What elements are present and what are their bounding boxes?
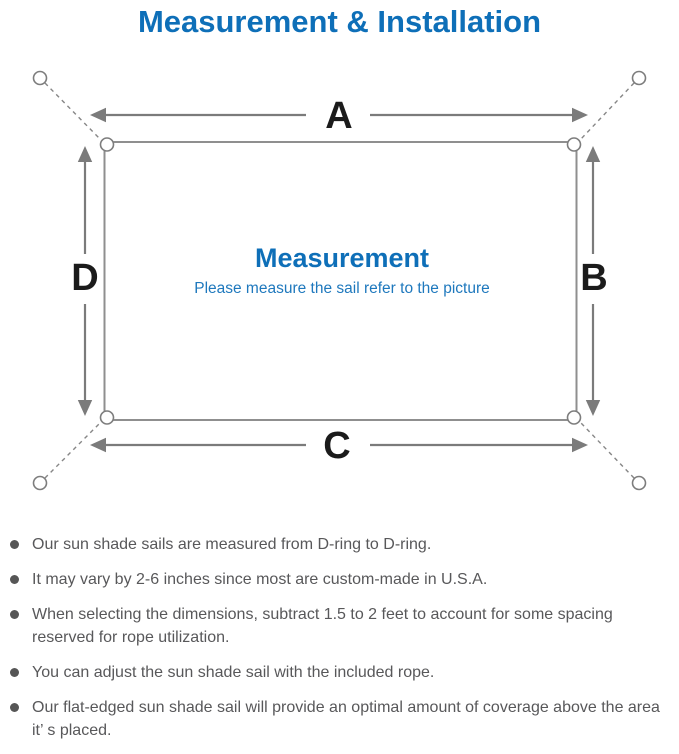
diagram-center-title: Measurement [255,243,429,273]
bullet-icon [10,540,19,549]
anchor-points [32,70,647,491]
arrow-d [77,146,93,416]
note-text: Our flat-edged sun shade sail will provi… [32,699,660,739]
anchor-top-right-icon [631,70,647,86]
arrowhead-right-icon [572,437,588,453]
note-item: It may vary by 2-6 inches since most are… [10,568,675,591]
note-item: You can adjust the sun shade sail with t… [10,661,675,684]
dimension-label-a: A [325,95,352,137]
page-title: Measurement & Installation [137,4,542,39]
note-text: Our sun shade sails are measured from D-… [32,536,432,553]
bullet-icon [10,610,19,619]
arrowhead-up-icon [585,146,601,162]
note-text: It may vary by 2-6 inches since most are… [32,571,488,588]
diagram-center-subtitle: Please measure the sail refer to the pic… [194,280,490,297]
rope-lines [44,82,635,479]
rope-top-right [580,82,635,140]
arrowhead-left-icon [90,437,106,453]
arrowhead-left-icon [90,107,106,123]
notes-list: Our sun shade sails are measured from D-… [10,533,675,754]
d-rings [99,137,582,425]
d-ring-bottom-left-icon [99,410,115,425]
d-ring-top-right-icon [566,137,582,152]
arrowhead-right-icon [572,107,588,123]
bullet-icon [10,703,19,712]
note-item: Our sun shade sails are measured from D-… [10,533,675,556]
note-item: When selecting the dimensions, subtract … [10,603,675,649]
anchor-bottom-left-icon [32,475,48,491]
dimension-label-d: D [71,257,98,299]
arrowhead-up-icon [77,146,93,162]
bullet-icon [10,575,19,584]
note-item: Our flat-edged sun shade sail will provi… [10,696,675,742]
d-ring-top-left-icon [99,137,115,152]
sail-outline [103,141,578,421]
arrowhead-down-icon [77,400,93,416]
note-text: When selecting the dimensions, subtract … [32,606,613,646]
arrow-a [90,107,588,123]
rope-bottom-right [580,422,635,479]
rope-bottom-left [44,422,101,479]
dimension-label-b: B [580,257,607,299]
measurement-diagram: A C D B Measurement Please measure the s… [32,70,647,491]
arrow-c [90,437,588,453]
rope-top-left [44,82,101,140]
dimension-label-c: C [323,425,350,467]
arrowhead-down-icon [585,400,601,416]
bullet-icon [10,668,19,677]
arrow-b [585,146,601,416]
d-ring-bottom-right-icon [566,410,582,425]
note-text: You can adjust the sun shade sail with t… [32,664,435,681]
anchor-bottom-right-icon [631,475,647,491]
anchor-top-left-icon [32,70,48,86]
